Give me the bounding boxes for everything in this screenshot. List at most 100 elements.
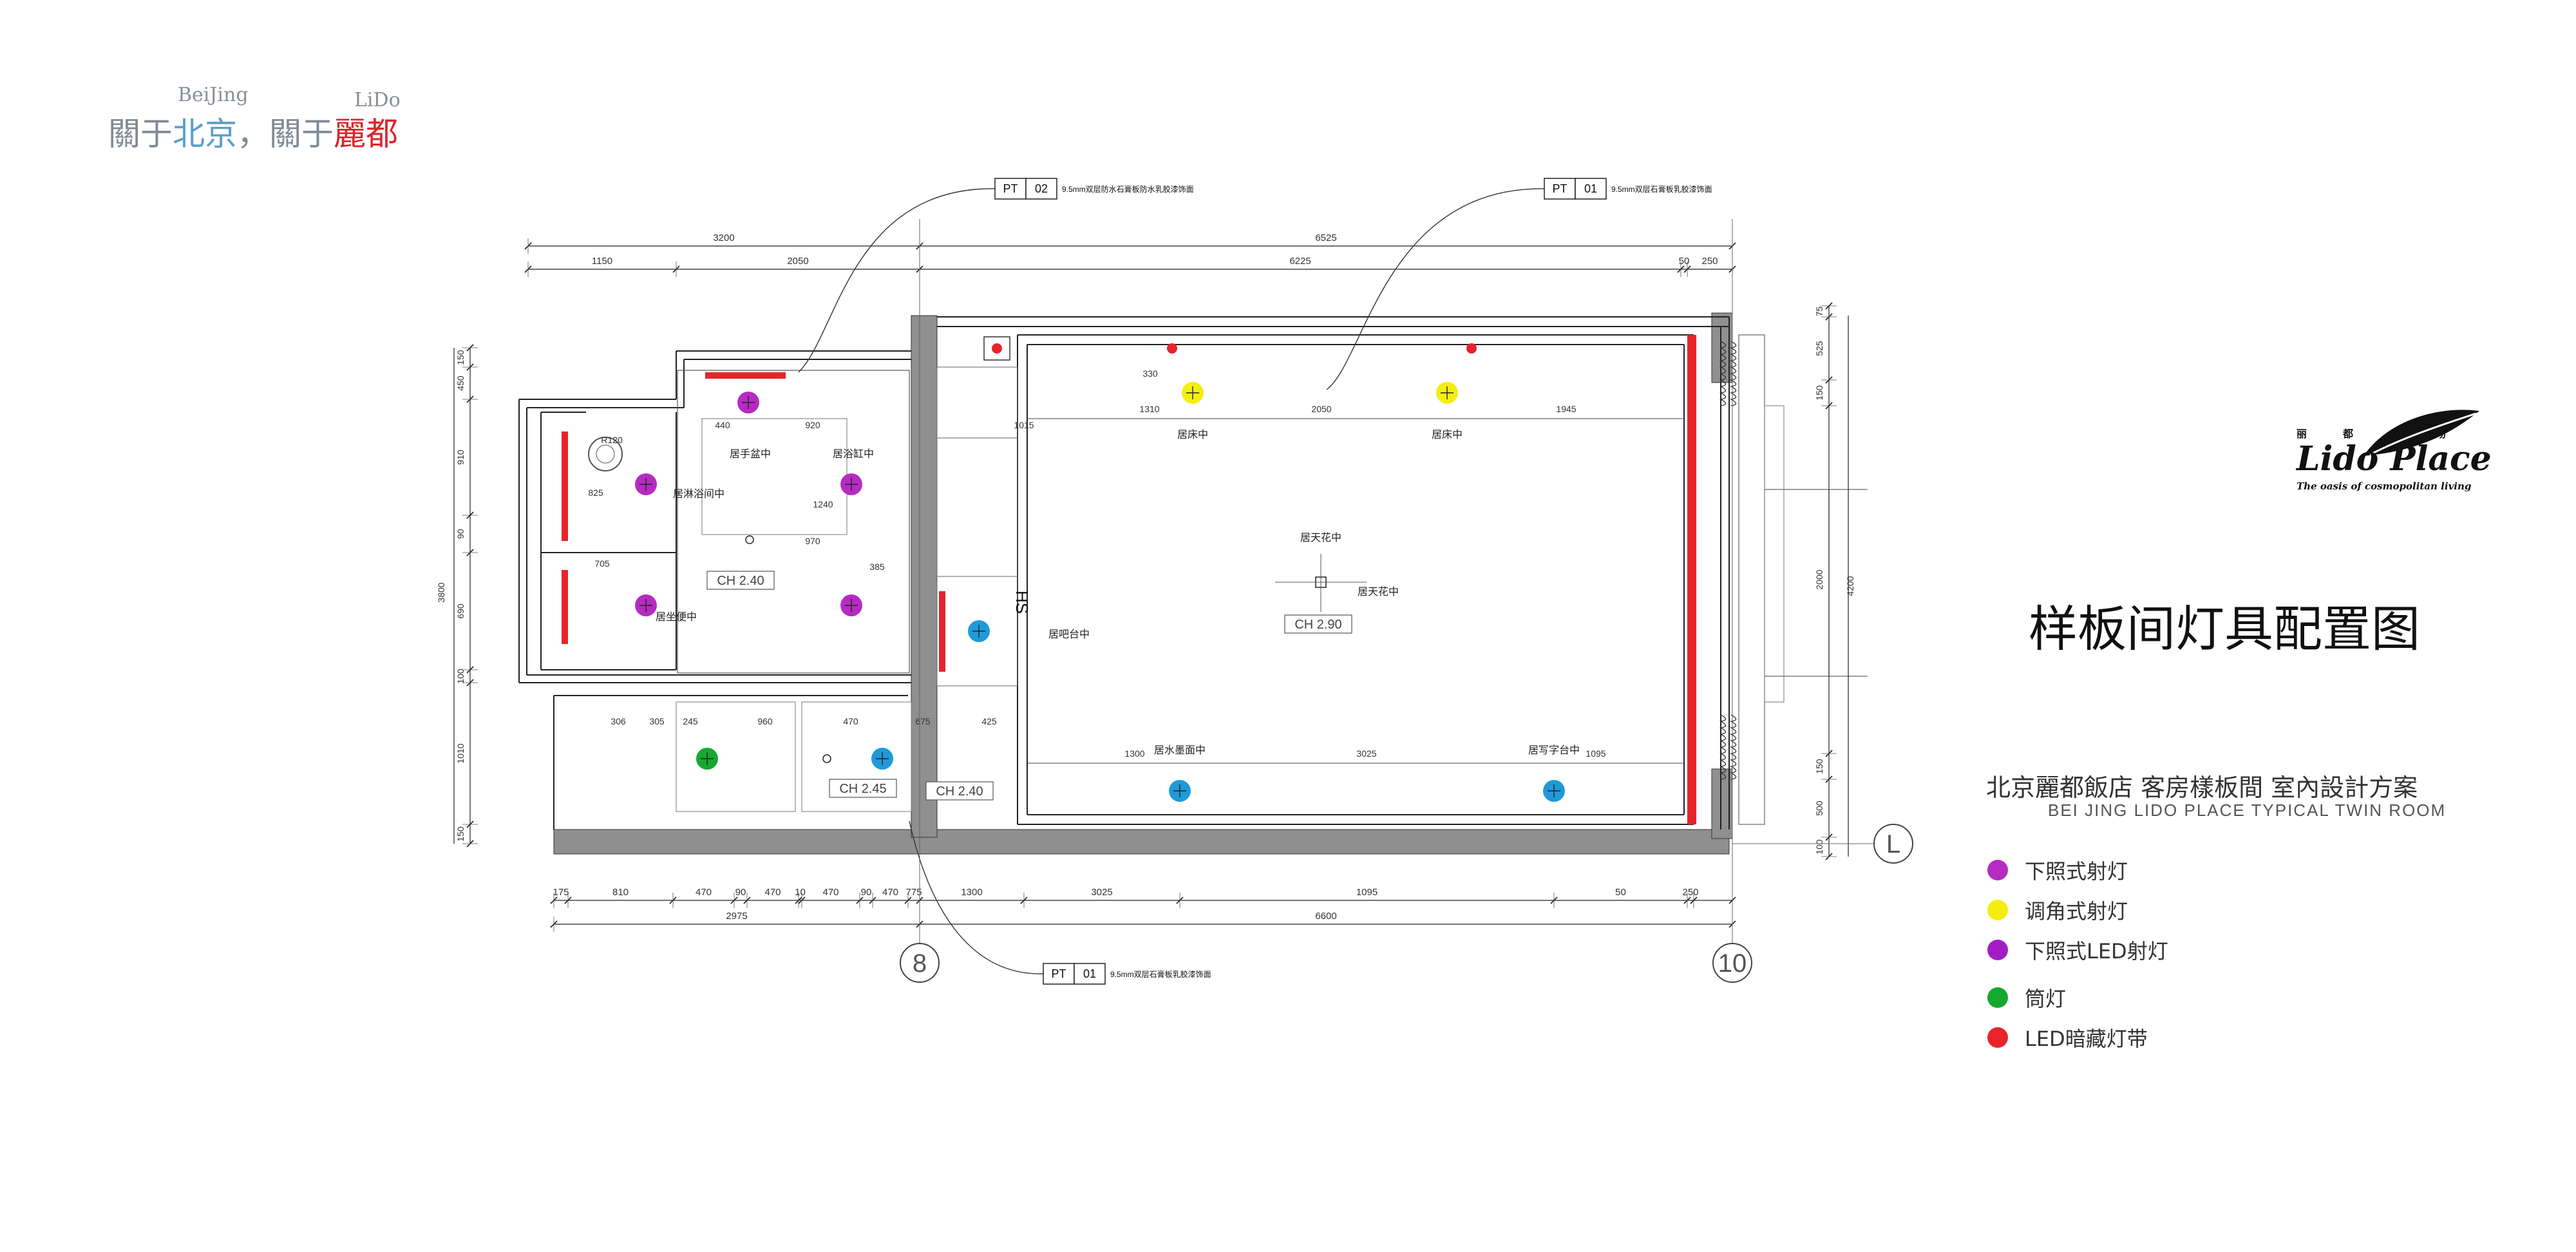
- smoke-detector-icon: [992, 343, 1002, 354]
- pt-tag-num: 01: [1083, 967, 1096, 980]
- dim-bottom-inner-label: 470: [696, 887, 712, 898]
- curtain-icon: [1719, 714, 1727, 780]
- interior-dim-label: 245: [683, 716, 698, 726]
- led-strip-toilet: [562, 570, 568, 644]
- dim-bottom-inner-label: 775: [905, 887, 922, 898]
- dim-bottom-inner-label: 470: [882, 887, 898, 898]
- bathroom-room-outline: [677, 370, 910, 674]
- wardrobe-outline: [676, 701, 796, 812]
- interior-dim-label: 3025: [1356, 748, 1376, 759]
- dim-top-outer-label: 3200: [713, 232, 734, 243]
- interior-dim-label: 330: [1142, 368, 1158, 379]
- window-inner: [1764, 405, 1785, 703]
- shower-drain-icon: [588, 437, 623, 471]
- brand-lido-cn: 麗都: [334, 115, 398, 153]
- grid-bubble-10-label: 10: [1718, 949, 1747, 978]
- led-point-icon: [1466, 343, 1477, 354]
- interior-dim-label: 1310: [1139, 404, 1159, 414]
- ceiling-marker-icon: [745, 535, 754, 544]
- dim-right-label: 100: [1814, 839, 1824, 855]
- lido-place-logo: 丽都广场 Lido Place The oasis of cosmopolita…: [2293, 406, 2492, 502]
- interior-dim-label: 960: [757, 716, 773, 726]
- interior-dim-label: 825: [588, 488, 603, 498]
- interior-dim-label: R120: [601, 435, 623, 445]
- dim-top-inner-label: 2050: [787, 256, 808, 267]
- brand-beijing-cn: 北京: [173, 115, 237, 153]
- dim-left-label: 150: [455, 350, 466, 365]
- interior-dim-label: 1015: [1014, 420, 1034, 430]
- dim-left-label: 100: [455, 669, 466, 684]
- grid-bubble-10-circle: [1712, 943, 1752, 983]
- hs-label: HS: [1012, 591, 1032, 614]
- interior-dim-label: 1240: [813, 499, 833, 509]
- legend-item: 下照式LED射灯: [1987, 930, 2309, 970]
- interior-dim-label: 385: [869, 562, 885, 572]
- dim-top-inner-label: 1150: [592, 256, 612, 267]
- pt-tag-leader: [1326, 188, 1545, 390]
- smoke-detector-box: [983, 336, 1010, 361]
- dim-bottom-inner-label: 1300: [961, 887, 982, 898]
- vanity-outline: [701, 418, 848, 535]
- interior-dim-label: 305: [649, 716, 665, 726]
- fixture-label: 居床中: [1432, 429, 1463, 441]
- dim-bottom-outer-label: 6600: [1315, 911, 1336, 922]
- interior-dim-label: 1945: [1556, 404, 1576, 414]
- pt-tag-code: PT: [1003, 182, 1018, 195]
- fixture-label: 居水墨面中: [1154, 745, 1206, 756]
- led-strip-bar: [939, 591, 945, 672]
- interior-dim-label: 440: [715, 420, 730, 430]
- dim-right-label: 150: [1814, 759, 1824, 774]
- dim-left-label: 910: [455, 450, 466, 465]
- interior-dim-label: 470: [843, 716, 858, 726]
- pt-tag-num: 01: [1584, 182, 1597, 195]
- grid-bubble-l-label: L: [1886, 830, 1900, 858]
- dim-left-label: 150: [455, 826, 466, 842]
- dim-bottom-inner-label: 175: [553, 887, 569, 898]
- pt-tag-note: 9.5mm双层石膏板乳胶漆饰面: [1110, 969, 1211, 979]
- closet-top: [936, 366, 1018, 439]
- ceiling-height-label: CH 2.45: [839, 782, 886, 796]
- window-frame: [1738, 334, 1765, 825]
- logo-cn-text: 丽都广场: [2297, 428, 2483, 440]
- dim-right-label: 500: [1814, 801, 1824, 816]
- dim-right-label: 75: [1814, 307, 1824, 317]
- project-subtitle-cn: 北京麗都飯店 客房樣板間 室內設計方案: [1986, 773, 2418, 802]
- light-legend: 下照式射灯 调角式射灯 下照式LED射灯 筒灯 LED暗藏灯带: [1987, 850, 2309, 1058]
- dim-top-inner-label: 6225: [1289, 256, 1311, 267]
- brand-heading: BeiJing LiDo 關于北京，關于麗都: [108, 84, 430, 161]
- interior-dim-label: 675: [915, 716, 931, 726]
- dim-left-label: 1010: [455, 743, 466, 763]
- pt-tag-num-box: [1025, 178, 1057, 200]
- ceiling-height-box: [829, 779, 897, 798]
- ceiling-height-label: CH 2.40: [717, 574, 764, 588]
- dim-bottom-inner-label: 470: [764, 887, 781, 898]
- ceiling-height-box: [1284, 614, 1352, 634]
- fixture-label: 居写字台中: [1528, 745, 1580, 756]
- dim-bottom-inner-label: 250: [1682, 887, 1698, 898]
- fixture-label: 居天花中: [1300, 532, 1341, 544]
- led-strip-shower: [562, 432, 568, 541]
- dim-top-inner-label: 50: [1679, 256, 1690, 267]
- leaf-logo-icon: [2363, 410, 2479, 456]
- grid-bubble-8-label: 8: [913, 949, 927, 978]
- dim-right-total: 4200: [1845, 576, 1855, 596]
- pt-tag-leader: [909, 820, 1044, 974]
- closet-mid: [936, 437, 1018, 577]
- fixture-label: 居吧台中: [1048, 629, 1090, 640]
- dim-right-label: 2000: [1814, 569, 1824, 589]
- legend-label: 下照式射灯: [2025, 859, 2128, 884]
- pt-tag-code-box: [1043, 963, 1075, 985]
- dim-left-label: 90: [455, 529, 466, 539]
- pt-tag-code: PT: [1051, 967, 1066, 980]
- led-point-icon: [1167, 343, 1177, 354]
- interior-dim-label: 1095: [1586, 748, 1605, 759]
- legend-swatch-icon: [1987, 940, 2008, 960]
- dim-left-label: 690: [455, 603, 466, 619]
- interior-dim-label: 920: [805, 420, 820, 430]
- dim-top-inner-label: 250: [1701, 256, 1718, 267]
- fixture-label: 居天花中: [1358, 586, 1399, 598]
- logo-en-text: Lido Place: [2297, 439, 2492, 479]
- dim-left-total: 3800: [436, 582, 446, 602]
- dim-bottom-inner-label: 1095: [1356, 887, 1378, 898]
- pt-tag-note: 9.5mm双层防水石膏板防水乳胶漆饰面: [1062, 184, 1194, 194]
